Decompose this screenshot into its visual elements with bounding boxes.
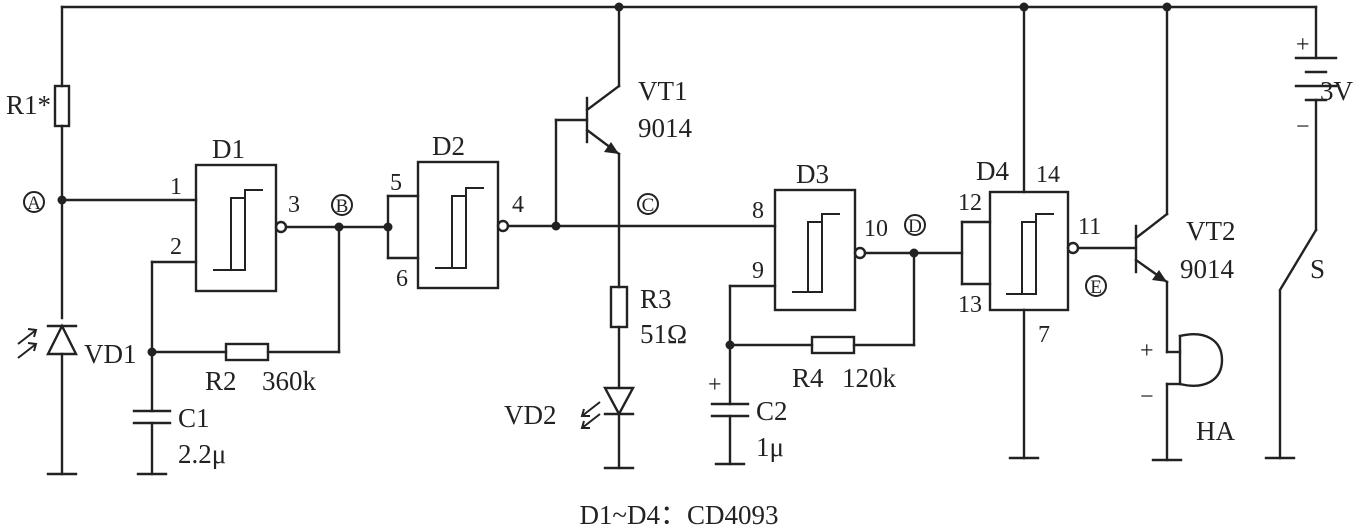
d4-output-bubble	[1066, 241, 1080, 255]
c2-label: C2	[756, 396, 788, 426]
battery-plus-mark: +	[1296, 32, 1310, 58]
d2-pin4: 4	[512, 192, 524, 218]
ha-label: HA	[1196, 416, 1235, 446]
vt1-label: VT1	[638, 76, 688, 106]
r1-resistor	[53, 84, 71, 128]
svg-text:D: D	[908, 216, 922, 237]
d1-schmitt-icon	[213, 189, 263, 271]
r3-label: R3	[640, 284, 672, 314]
d3-schmitt-icon	[792, 213, 840, 293]
ha-buzzer-icon	[1178, 333, 1224, 387]
r3-value: 51Ω	[640, 319, 687, 349]
d4-pin12: 12	[958, 190, 982, 216]
svg-text:A: A	[27, 193, 41, 214]
r2-resistor	[224, 342, 270, 362]
vt2-emitter-arrow-icon	[1152, 270, 1167, 282]
svg-text:C: C	[642, 195, 655, 216]
d2-pin5: 5	[390, 170, 402, 196]
vt2-model: 9014	[1180, 254, 1235, 284]
vd1-label: VD1	[84, 339, 137, 369]
d1-pin3: 3	[288, 192, 300, 218]
r1-label: R1*	[6, 90, 51, 120]
node-a-marker: A	[23, 191, 45, 214]
ha-plus-mark: +	[1140, 338, 1154, 364]
d1-gate	[194, 163, 278, 293]
d4-pin7: 7	[1038, 322, 1050, 348]
d2-pin6: 6	[396, 266, 408, 292]
r3-resistor	[609, 285, 629, 329]
d4-label: D4	[976, 156, 1009, 186]
d4-gate	[988, 190, 1070, 312]
switch-blade	[1278, 228, 1318, 292]
d4-rail-junction	[1019, 2, 1029, 12]
ha-minus-mark: −	[1140, 384, 1154, 410]
r4-value: 120k	[842, 363, 897, 393]
switch-label: S	[1310, 254, 1325, 284]
d4-pin11: 11	[1078, 214, 1101, 240]
d2-input-junction	[383, 222, 393, 232]
vt1-emitter-arrow-icon	[604, 142, 619, 154]
vt1-collector	[585, 84, 621, 112]
d1-label: D1	[212, 134, 245, 164]
battery-label: 3V	[1320, 76, 1354, 106]
vd2-led	[602, 386, 636, 417]
d3-pin9: 9	[752, 258, 764, 284]
vt1-rail-junction	[614, 2, 624, 12]
vd1-diode	[46, 323, 78, 356]
caption: D1~D4：CD4093	[579, 500, 778, 530]
r4-resistor	[810, 335, 856, 355]
d4-pin13: 13	[958, 292, 982, 318]
svg-text:B: B	[336, 196, 349, 217]
d2-gate	[416, 160, 500, 290]
d3-pin8: 8	[752, 198, 764, 224]
vt1-model: 9014	[638, 113, 693, 143]
vt2-label: VT2	[1186, 216, 1236, 246]
d3-output-bubble	[853, 246, 867, 260]
d4-schmitt-icon	[1006, 213, 1054, 295]
d2-schmitt-icon	[435, 187, 484, 269]
vt2-collector	[1134, 212, 1169, 240]
vd2-light-arrows-icon	[580, 401, 601, 429]
r4-label: R4	[792, 363, 824, 393]
svg-text:E: E	[1090, 277, 1102, 298]
c1-value: 2.2μ	[178, 439, 226, 469]
d2-output-bubble	[496, 219, 510, 233]
d1-output-bubble	[274, 220, 288, 234]
node-e-marker: E	[1085, 275, 1107, 298]
c2-plus-mark: +	[708, 372, 722, 398]
c1-label: C1	[178, 403, 210, 433]
node-c-marker: C	[637, 193, 659, 216]
d1-pin2: 2	[170, 234, 182, 260]
vt2-rail-junction	[1162, 2, 1172, 12]
d3-pin10: 10	[864, 216, 888, 242]
d4-pin14: 14	[1036, 162, 1060, 188]
r2-label: R2	[205, 366, 237, 396]
c2-value: 1μ	[756, 432, 784, 462]
vd2-label: VD2	[504, 400, 557, 430]
battery-minus-mark: −	[1296, 114, 1310, 140]
node-b-marker: B	[331, 194, 353, 217]
r2-value: 360k	[262, 366, 317, 396]
node-d-marker: D	[904, 214, 926, 237]
vd1-light-arrows-icon	[17, 328, 38, 359]
d3-label: D3	[796, 159, 829, 189]
d1-pin1: 1	[170, 174, 182, 200]
d2-label: D2	[432, 131, 465, 161]
